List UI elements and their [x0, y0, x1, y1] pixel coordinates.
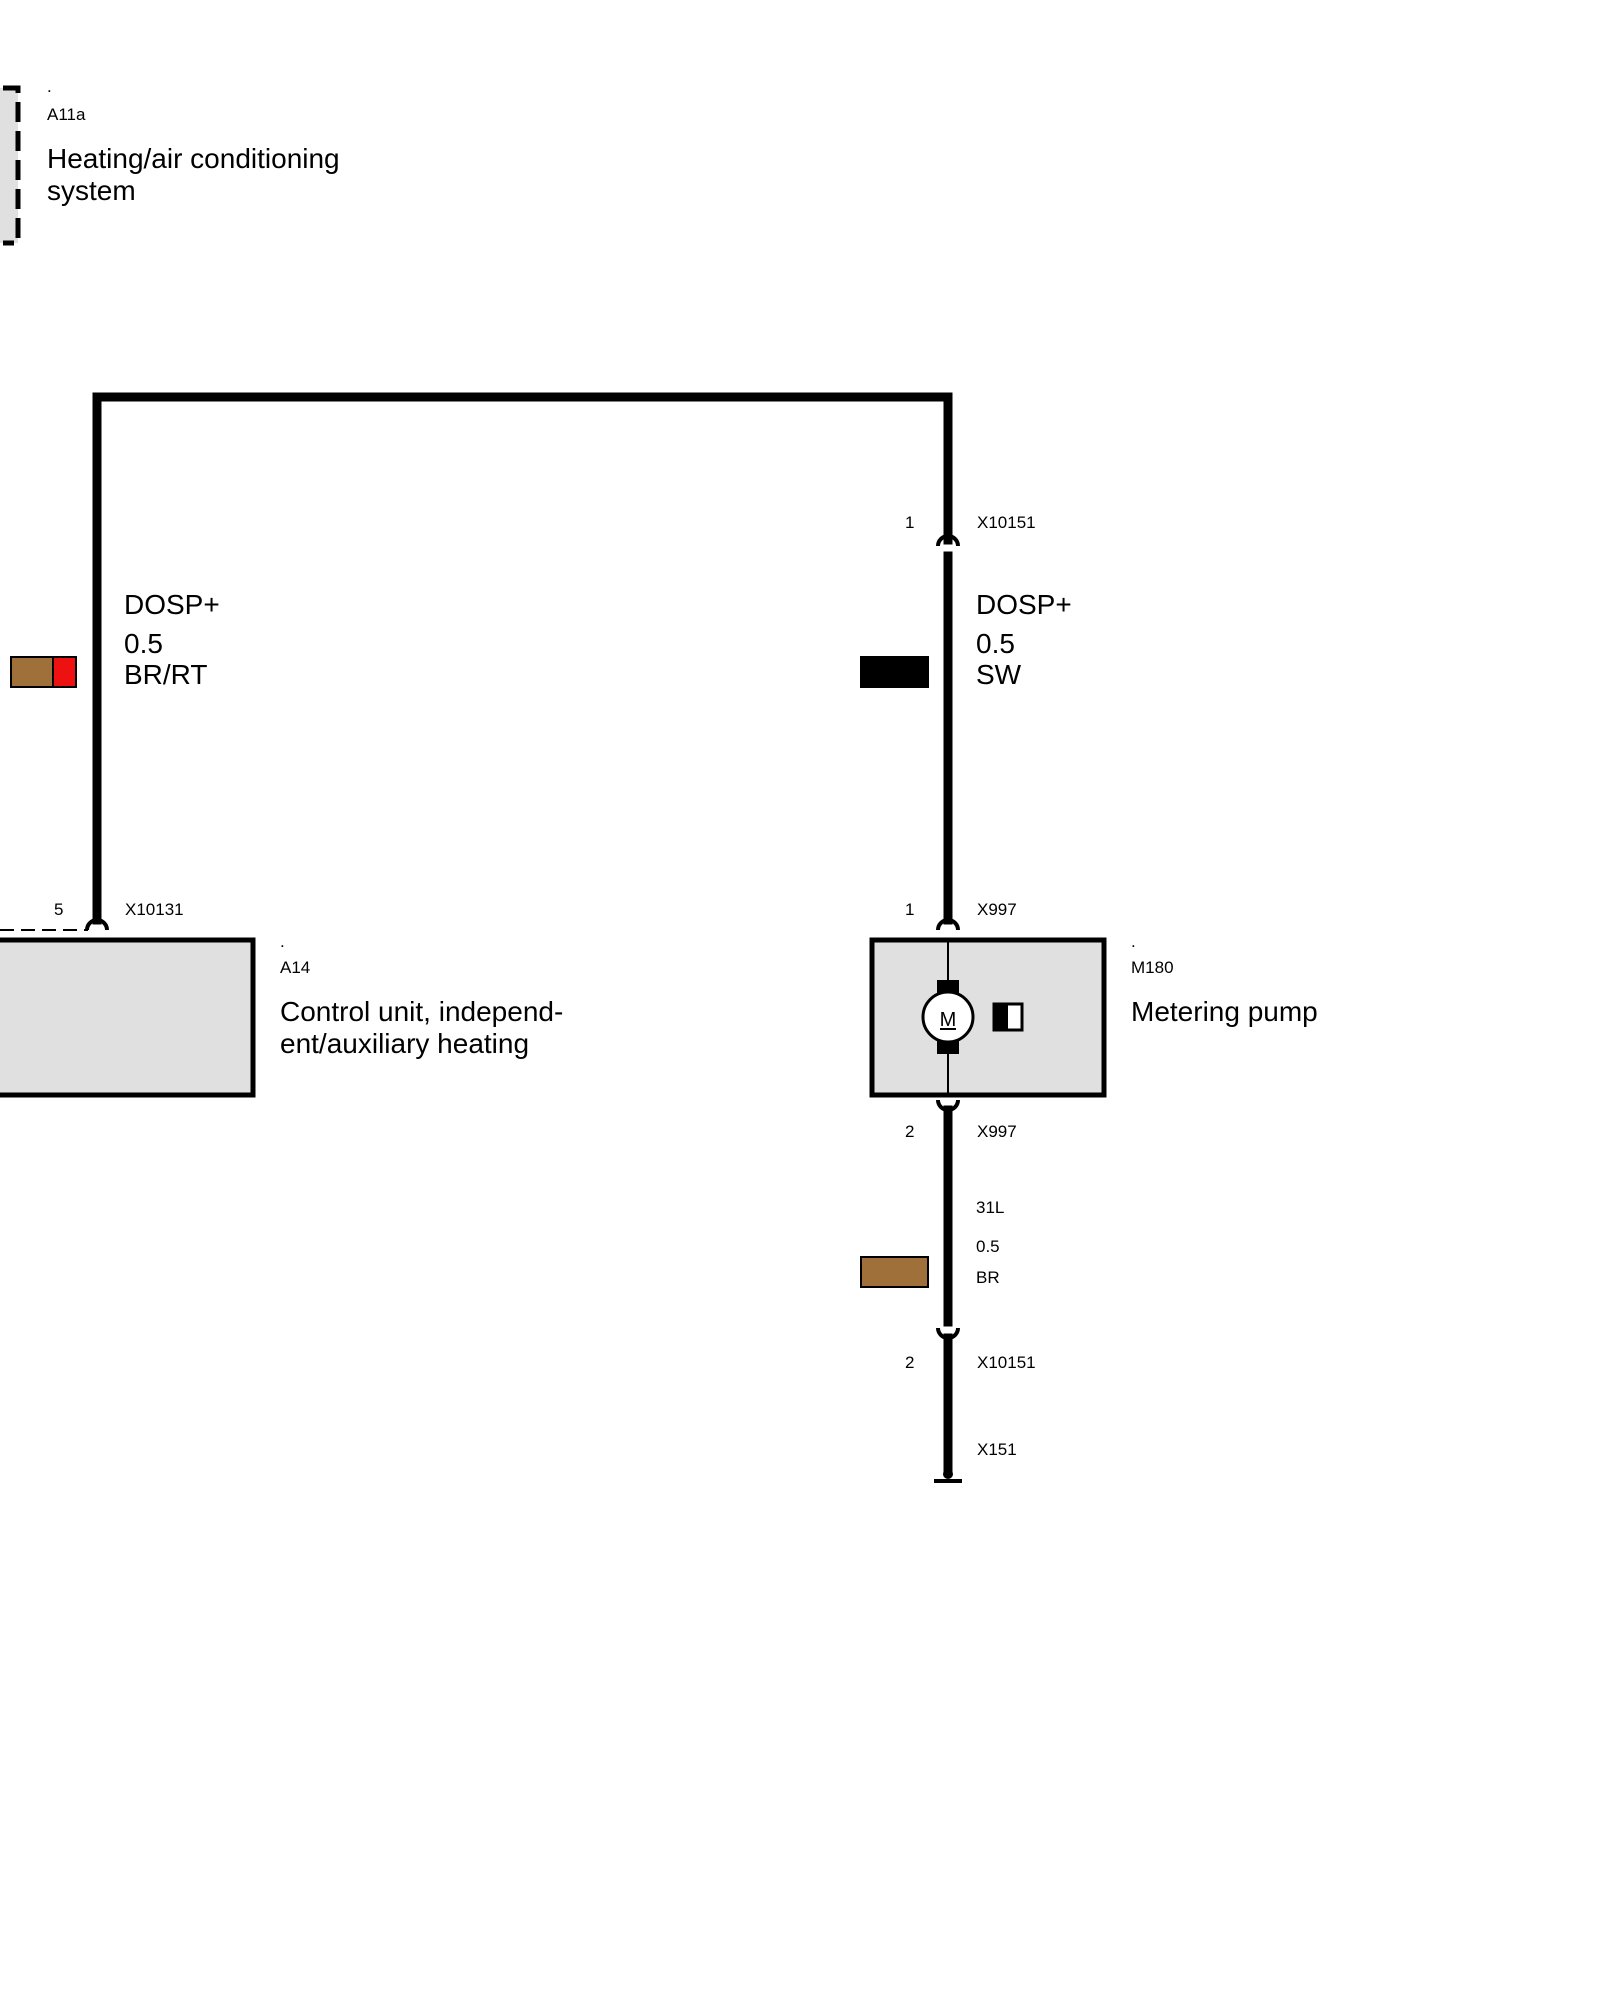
a11a-component-bracket [0, 85, 21, 246]
m180-dot: . [1131, 932, 1136, 951]
a11a-dot: . [47, 77, 52, 96]
x10131-pin: 5 [54, 900, 63, 919]
dosp-wire-top [92, 392, 953, 925]
x10151-top-id: X10151 [977, 513, 1036, 532]
a14-id: A14 [280, 958, 310, 977]
a11a-name-line1: Heating/air conditioning [47, 143, 340, 174]
x10151-bottom-id: X10151 [977, 1353, 1036, 1372]
x151-id: X151 [977, 1440, 1017, 1459]
right-lower-wire-gauge: 0.5 [976, 1237, 1000, 1256]
a14-name-line1: Control unit, independ- [280, 996, 563, 1027]
left-wire-color-code: BR/RT [124, 659, 208, 690]
x997-top-id: X997 [977, 900, 1017, 919]
x10131-connector-symbol [85, 918, 109, 931]
motor-symbol-label: M [940, 1009, 957, 1031]
right-lower-wire-signal: 31L [976, 1198, 1004, 1217]
x10151-bottom-pin: 2 [905, 1353, 914, 1372]
right-lower-wire-color-swatch [860, 1256, 929, 1288]
m180-component-box [869, 937, 1107, 1098]
right-upper-wire-signal: DOSP+ [976, 589, 1072, 620]
left-wire-gauge: 0.5 [124, 628, 163, 659]
x997-bottom-pin: 2 [905, 1122, 914, 1141]
right-upper-wire-gauge: 0.5 [976, 628, 1015, 659]
x10131-id: X10131 [125, 900, 184, 919]
left-wire-color-swatch [10, 656, 77, 688]
a11a-name-line2: system [47, 175, 136, 206]
electronic-component-icon [992, 1002, 1024, 1032]
m180-name: Metering pump [1131, 996, 1318, 1027]
a14-name-line2: ent/auxiliary heating [280, 1028, 529, 1059]
a14-dot: . [280, 932, 285, 951]
x10151-top-pin: 1 [905, 513, 914, 532]
right-upper-wire-color-code: SW [976, 659, 1022, 690]
left-wire-signal: DOSP+ [124, 589, 220, 620]
x997-bottom-connector-symbol [936, 1099, 960, 1112]
ground-symbol [934, 1469, 962, 1483]
m180-id: M180 [1131, 958, 1174, 977]
a14-component-box [0, 937, 256, 1098]
a11a-id: A11a [47, 105, 86, 124]
right-upper-wire-color-swatch [860, 656, 929, 688]
x997-top-connector-symbol [936, 918, 960, 931]
x997-top-pin: 1 [905, 900, 914, 919]
x997-bottom-id: X997 [977, 1122, 1017, 1141]
motor-icon [921, 980, 975, 1054]
right-lower-wire-color-code: BR [976, 1268, 1000, 1287]
x10151-top-connector-symbol [936, 534, 960, 547]
x10151-bottom-connector-symbol [936, 1327, 960, 1340]
